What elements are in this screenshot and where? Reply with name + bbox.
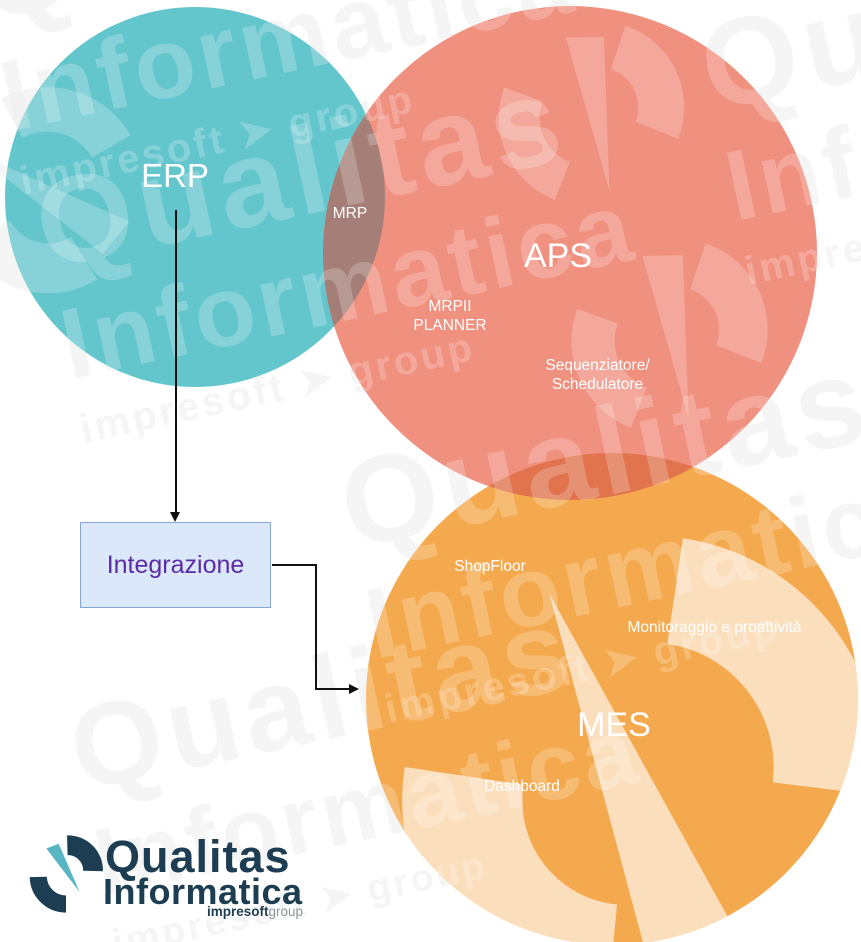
erp-label: ERP bbox=[141, 157, 209, 194]
logo-brand-light: group bbox=[268, 904, 303, 919]
dashboard-label: Dashboard bbox=[484, 778, 560, 795]
seq-line1: Sequenziatore/ bbox=[545, 357, 650, 374]
shopfloor-label: ShopFloor bbox=[454, 558, 526, 575]
aps-label: APS bbox=[523, 237, 593, 275]
logo-subtitle: Informatica bbox=[103, 871, 303, 912]
integration-to-mes-line-v bbox=[315, 564, 317, 689]
logo-title: Qualitas bbox=[105, 831, 291, 882]
erp-to-integration-line bbox=[175, 210, 177, 513]
aps-mes-overlap bbox=[366, 453, 817, 500]
monitoraggio-label: Monitoraggio e proattività bbox=[627, 619, 802, 636]
integration-label: Integrazione bbox=[106, 550, 245, 579]
mrpii-line2: PLANNER bbox=[413, 317, 487, 334]
logo-brand-bold: impresoft bbox=[206, 904, 269, 919]
erp-aps-overlap bbox=[323, 7, 385, 387]
mes-label: MES bbox=[577, 706, 651, 744]
arrowhead-right-icon bbox=[349, 683, 359, 694]
integration-box[interactable]: Integrazione bbox=[80, 522, 271, 608]
integration-to-mes-line-h2 bbox=[315, 688, 350, 690]
arrowhead-down-icon bbox=[170, 512, 180, 522]
mrp-label: MRP bbox=[332, 205, 368, 222]
integration-to-mes-line-h1 bbox=[272, 564, 316, 566]
mrpii-planner-label: MRPII PLANNER bbox=[400, 297, 500, 335]
qualitas-informatica-logo: Qualitas Informatica impresoftgroup bbox=[29, 831, 313, 929]
erp-circle[interactable] bbox=[5, 7, 385, 387]
logo-brand: impresoftgroup bbox=[105, 904, 303, 919]
seq-line2: Schedulatore bbox=[551, 376, 644, 393]
qualitas-logo-icon bbox=[29, 835, 103, 913]
mrpii-line1: MRPII bbox=[428, 298, 472, 315]
mes-circle[interactable] bbox=[366, 453, 858, 942]
sequenziatore-label: Sequenziatore/ Schedulatore bbox=[535, 356, 660, 394]
